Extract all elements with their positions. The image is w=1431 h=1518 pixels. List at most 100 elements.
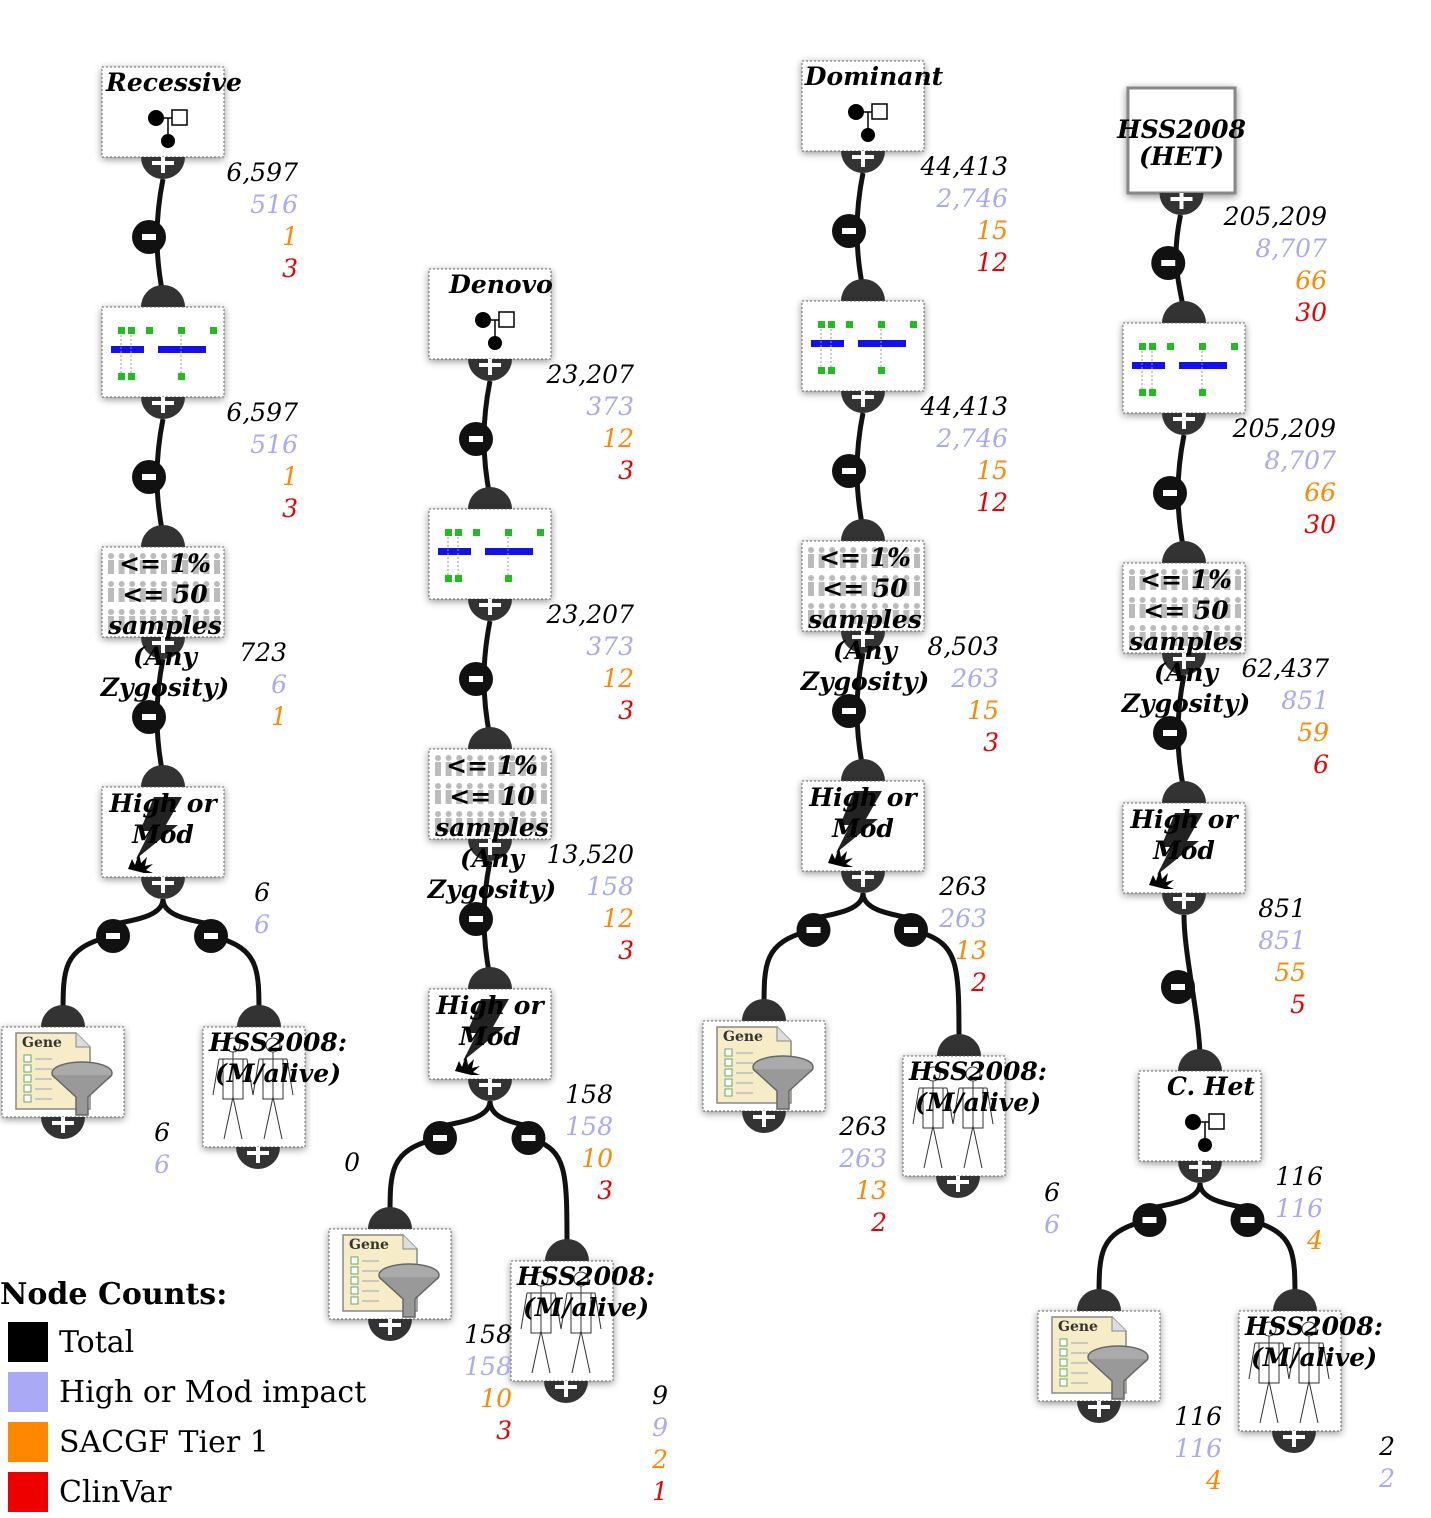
input-port[interactable] [1162,781,1206,803]
input-port[interactable] [141,765,185,787]
edge-remove-toggle[interactable] [459,902,493,936]
input-port[interactable] [468,487,512,509]
gene-label: Gene [349,1237,389,1253]
edge-remove-toggle[interactable] [194,919,228,953]
edge-remove-toggle[interactable] [423,1121,457,1155]
input-port[interactable] [41,1005,85,1027]
edge-remove-toggle[interactable] [459,422,493,456]
output-port-add-button[interactable] [1162,893,1206,915]
input-port[interactable] [468,727,512,749]
analysis-node-hss[interactable] [902,1034,1006,1198]
edge-remove-toggle[interactable] [832,454,866,488]
edge-remove-toggle[interactable] [832,214,866,248]
analysis-node-tracks[interactable] [101,285,225,419]
pedigree-icon [848,103,888,142]
analysis-node-tracks[interactable] [428,487,552,621]
analysis-node-genelist[interactable]: Gene [1037,1289,1161,1423]
analysis-node-hss[interactable] [1238,1289,1342,1453]
analysis-node-effect[interactable] [801,759,925,893]
analysis-node-genelist[interactable]: Gene [702,999,826,1133]
output-port-add-button[interactable] [1272,1431,1316,1453]
input-port[interactable] [742,999,786,1021]
output-port-add-button[interactable] [141,397,185,419]
analysis-node-effect[interactable] [101,765,225,899]
analysis-node-source[interactable] [101,66,225,179]
analysis-node-source[interactable] [1138,1049,1262,1183]
edge-remove-toggle[interactable] [1153,476,1187,510]
output-port-add-button[interactable] [236,1147,280,1169]
input-port[interactable] [1162,541,1206,563]
input-port[interactable] [1273,1289,1317,1311]
analysis-node-population[interactable] [101,525,225,659]
output-port-add-button[interactable] [1162,653,1206,675]
output-port-add-button[interactable] [141,157,185,179]
output-port-add-button[interactable] [468,839,512,861]
output-port-add-button[interactable] [141,877,185,899]
input-port[interactable] [141,525,185,547]
edge-remove-toggle[interactable] [132,460,166,494]
edge-remove-toggle[interactable] [894,913,928,947]
count-clinvar: 12 [976,248,1008,277]
analysis-node-hss[interactable] [202,1005,306,1169]
edge-remove-toggle[interactable] [1151,246,1186,280]
output-port-add-button[interactable] [468,359,512,381]
population-icon [435,755,547,832]
output-port-add-button[interactable] [1159,193,1204,216]
edge-remove-toggle[interactable] [132,700,166,734]
input-port[interactable] [545,1239,589,1261]
output-port-add-button[interactable] [841,631,885,653]
output-port-add-button[interactable] [141,637,185,659]
edge-remove-toggle[interactable] [1132,1203,1167,1237]
edge-remove-toggle[interactable] [1161,970,1195,1004]
output-port-add-button[interactable] [1077,1401,1121,1423]
analysis-node-tracks[interactable] [801,279,925,413]
edge-remove-toggle[interactable] [132,220,166,254]
intersect-tracks-icon [1132,343,1238,396]
input-port[interactable] [141,285,185,307]
input-port[interactable] [368,1207,412,1229]
output-port-add-button[interactable] [936,1176,980,1198]
edge-remove-toggle[interactable] [1230,1203,1265,1237]
output-port-add-button[interactable] [368,1319,412,1341]
input-port[interactable] [1077,1289,1121,1311]
analysis-node-population[interactable] [428,727,552,861]
analysis-node-genelist[interactable]: Gene [1,1005,125,1139]
edge-remove-toggle[interactable] [459,662,493,696]
input-port[interactable] [468,967,512,989]
analysis-node-population[interactable] [801,519,925,653]
output-port-add-button[interactable] [1162,413,1206,435]
edge-remove-toggle[interactable] [832,694,866,728]
edge-remove-toggle[interactable] [96,919,130,953]
output-port-add-button[interactable] [41,1117,85,1139]
analysis-node-effect[interactable] [1122,781,1246,915]
analysis-node-source[interactable] [428,268,552,381]
edge-remove-toggle[interactable] [1153,716,1187,750]
analysis-node-source[interactable] [801,60,925,173]
node-label: (M/alive) [523,1293,649,1322]
output-port-add-button[interactable] [468,599,512,621]
analysis-node-boxsource[interactable] [1126,86,1237,216]
analysis-node-tracks[interactable] [1122,301,1246,435]
analysis-node-hss[interactable] [510,1239,614,1403]
count-total: 23,207 [546,600,635,629]
analysis-node-population[interactable] [1122,541,1246,675]
output-port-add-button[interactable] [841,151,885,173]
input-port[interactable] [841,759,885,781]
input-port[interactable] [841,279,885,301]
output-port-add-button[interactable] [841,871,885,893]
input-port[interactable] [937,1034,981,1056]
input-port[interactable] [1178,1049,1222,1071]
input-port[interactable] [841,519,885,541]
output-port-add-button[interactable] [544,1381,588,1403]
output-port-add-button[interactable] [841,391,885,413]
edge-remove-toggle[interactable] [796,913,831,947]
analysis-node-genelist[interactable]: Gene [328,1207,452,1341]
output-port-add-button[interactable] [1178,1161,1222,1183]
input-port[interactable] [237,1005,281,1027]
edge-remove-toggle[interactable] [511,1121,546,1155]
input-port[interactable] [1162,301,1206,323]
output-port-add-button[interactable] [468,1079,512,1101]
analysis-node-effect[interactable] [428,967,552,1101]
output-port-add-button[interactable] [742,1111,786,1133]
